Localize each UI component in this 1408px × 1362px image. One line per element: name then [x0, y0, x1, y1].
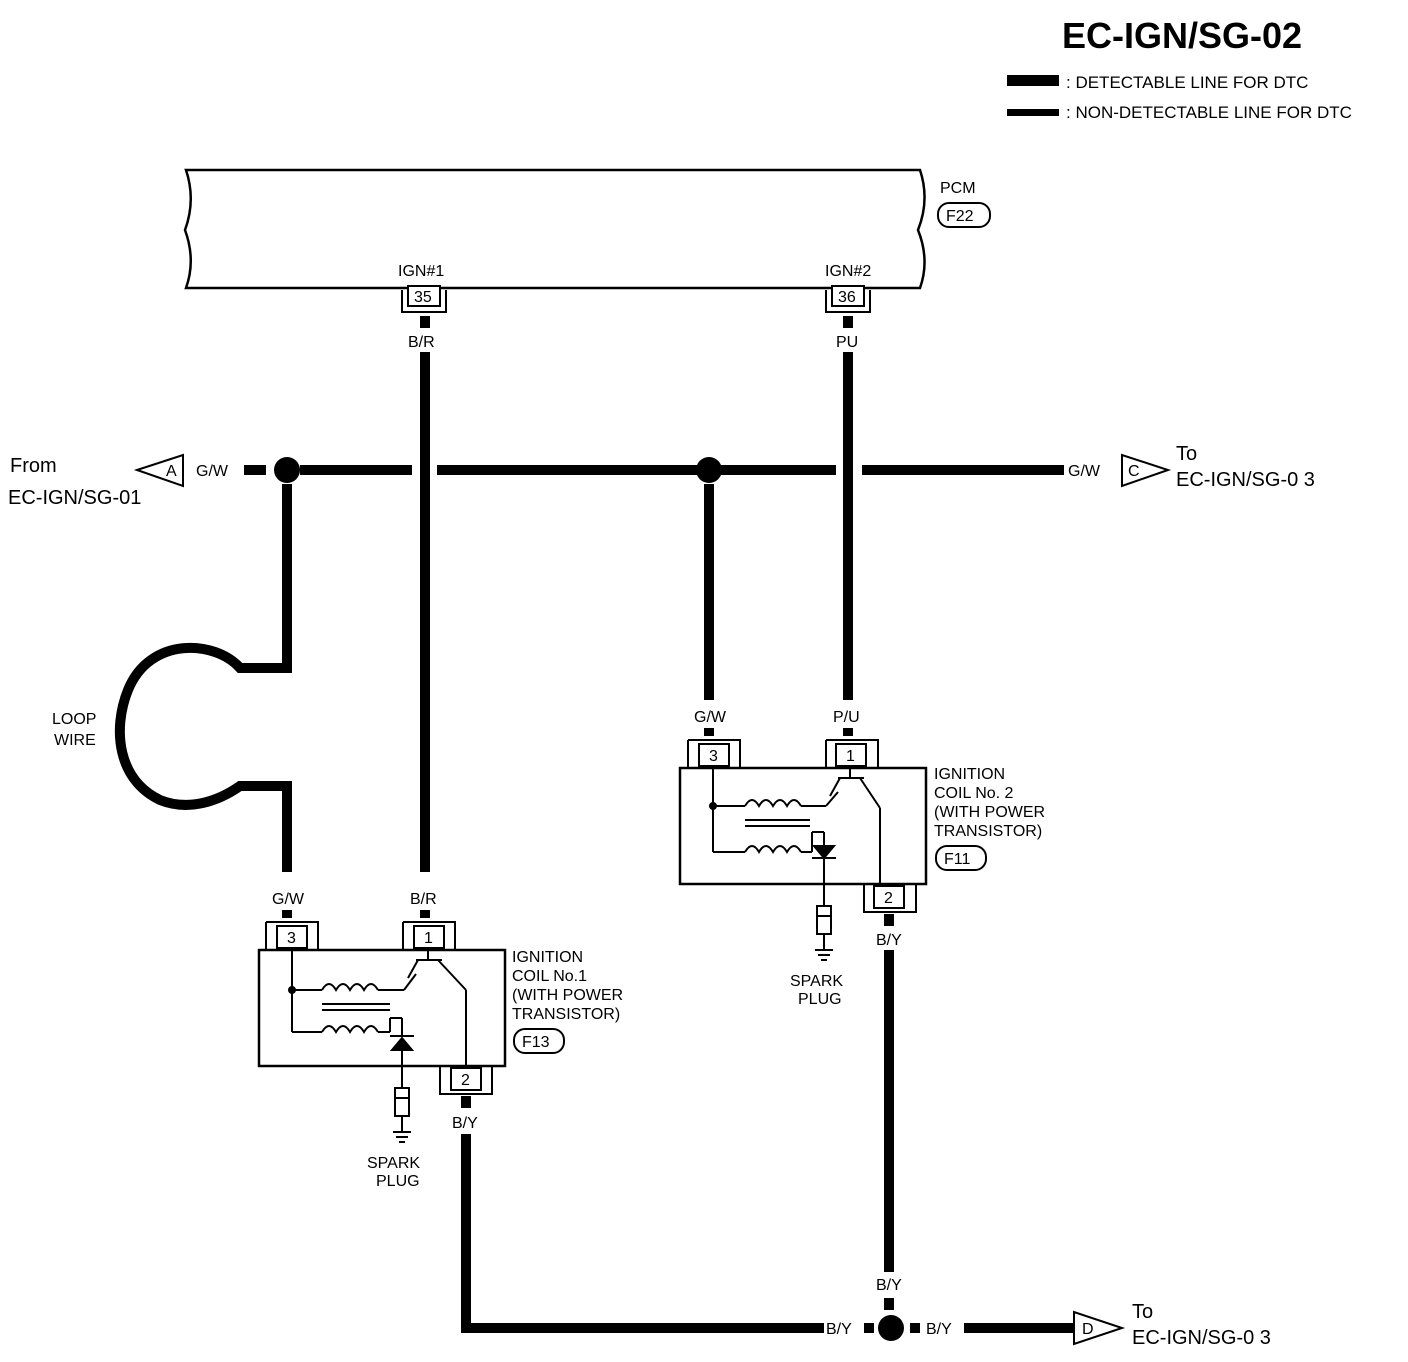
to-c-label: To: [1176, 443, 1197, 465]
by-vertical-stub: [884, 1298, 894, 1310]
gw-bus-wire: [244, 465, 1064, 475]
loop-wire-label-2: WIRE: [54, 732, 96, 749]
diagram-title: EC-IGN/SG-02: [1062, 15, 1302, 56]
loop-wire: [114, 484, 292, 872]
connector-d-arrow: [1073, 1310, 1126, 1346]
connector-c-letter: C: [1128, 463, 1140, 480]
coil1-internal-circuit: [288, 950, 467, 1088]
by-vertical-label: B/Y: [876, 1277, 902, 1294]
coil1-connector-id: F13: [522, 1034, 550, 1051]
coil2-label-3: (WITH POWER: [934, 804, 1045, 821]
by-coil1-wire: [461, 1134, 824, 1333]
pcm-pin-36: [825, 285, 871, 313]
gw-right-label: G/W: [1068, 463, 1101, 480]
gw-left-label: G/W: [196, 463, 229, 480]
by-bottom-left-stub: [864, 1323, 874, 1333]
pcm-connector-badge: [937, 202, 991, 228]
by-bottom-left-label: B/Y: [826, 1321, 852, 1338]
coil1-pin-1-number: 1: [424, 930, 433, 947]
gw-coil1-label: G/W: [272, 891, 305, 908]
coil2-label-4: TRANSISTOR): [934, 823, 1042, 840]
gw-splice-left: [274, 457, 300, 483]
pcm-module: [183, 168, 926, 290]
gw-coil2-stub: [704, 728, 714, 736]
connector-a-arrow: [133, 453, 184, 488]
coil1-label-4: TRANSISTOR): [512, 1006, 620, 1023]
by-coil1-label: B/Y: [452, 1115, 478, 1132]
legend-detectable-swatch: [1007, 75, 1059, 86]
coil1-connector-badge: [513, 1028, 565, 1054]
by-coil2-stub: [884, 914, 894, 926]
coil2-connector-id: F11: [944, 851, 970, 868]
to-c-target: EC-IGN/SG-0 3: [1176, 469, 1315, 491]
from-target: EC-IGN/SG-01: [8, 487, 141, 509]
legend-detectable-label: : DETECTABLE LINE FOR DTC: [1066, 73, 1308, 92]
connector-c-arrow: [1121, 453, 1172, 488]
by-splice: [878, 1315, 904, 1341]
br-coil1-stub: [420, 910, 430, 918]
coil2-connector-badge: [935, 845, 987, 871]
pcm-pin-35-number: 35: [414, 289, 432, 306]
coil1-spark-plug-icon: [393, 1087, 411, 1143]
loop-wire-label-1: LOOP: [52, 711, 96, 728]
gw-coil2-label: G/W: [694, 709, 727, 726]
legend-non-detectable-swatch: [1007, 109, 1059, 116]
coil2-pin-3: [687, 739, 741, 768]
gw-coil1-stub: [282, 910, 292, 918]
by-coil2-label: B/Y: [876, 932, 902, 949]
br-top-label: B/R: [408, 334, 435, 351]
coil2-label-2: COIL No. 2: [934, 785, 1014, 802]
coil1-label-1: IGNITION: [512, 949, 583, 966]
connector-a-letter: A: [166, 463, 177, 480]
pu-wire-stub: [843, 316, 853, 328]
pcm-pin-36-number: 36: [838, 289, 856, 306]
pu-top-label: PU: [836, 334, 858, 351]
pcm-label: PCM: [940, 180, 976, 197]
by-bottom-right-stub: [910, 1323, 920, 1333]
coil2-pin-1: [825, 739, 879, 768]
pcm-connector-id: F22: [946, 208, 974, 225]
coil1-pin-1: [402, 921, 456, 950]
pu-coil2-label: P/U: [833, 709, 860, 726]
coil2-pin-2: [863, 884, 917, 913]
pcm-pin-35: [401, 285, 447, 313]
coil1-pin-3-number: 3: [287, 930, 296, 947]
coil1-pin-2-number: 2: [461, 1072, 470, 1089]
coil2-internal-circuit: [709, 768, 881, 906]
coil2-pin-1-number: 1: [846, 748, 855, 765]
ign1-label: IGN#1: [398, 263, 444, 280]
br-wire-stub: [420, 316, 430, 328]
to-d-label: To: [1132, 1301, 1153, 1323]
coil2-pin-3-number: 3: [709, 748, 718, 765]
coil2-pin-2-number: 2: [884, 890, 893, 907]
coil1-pin-3: [265, 921, 319, 950]
by-bottom-right-label: B/Y: [926, 1321, 952, 1338]
coil1-spark-plug-label-2: PLUG: [376, 1173, 420, 1190]
by-coil1-stub: [461, 1096, 471, 1108]
from-label: From: [10, 455, 57, 477]
ign2-label: IGN#2: [825, 263, 871, 280]
gw-splice-right: [696, 457, 722, 483]
pu-coil2-stub: [843, 728, 853, 736]
ignition-coil-1-body: [257, 948, 507, 1068]
coil2-spark-plug-icon: [815, 905, 833, 961]
coil1-label-2: COIL No.1: [512, 968, 587, 985]
legend-non-detectable-label: : NON-DETECTABLE LINE FOR DTC: [1066, 103, 1352, 122]
coil1-pin-2: [439, 1066, 493, 1095]
coil1-spark-plug-label-1: SPARK: [367, 1155, 420, 1172]
to-d-target: EC-IGN/SG-0 3: [1132, 1327, 1271, 1349]
br-coil1-label: B/R: [410, 891, 437, 908]
coil1-label-3: (WITH POWER: [512, 987, 623, 1004]
coil2-spark-plug-label-2: PLUG: [798, 991, 842, 1008]
coil2-spark-plug-label-1: SPARK: [790, 973, 843, 990]
connector-d-letter: D: [1082, 1321, 1094, 1338]
coil2-label-1: IGNITION: [934, 766, 1005, 783]
